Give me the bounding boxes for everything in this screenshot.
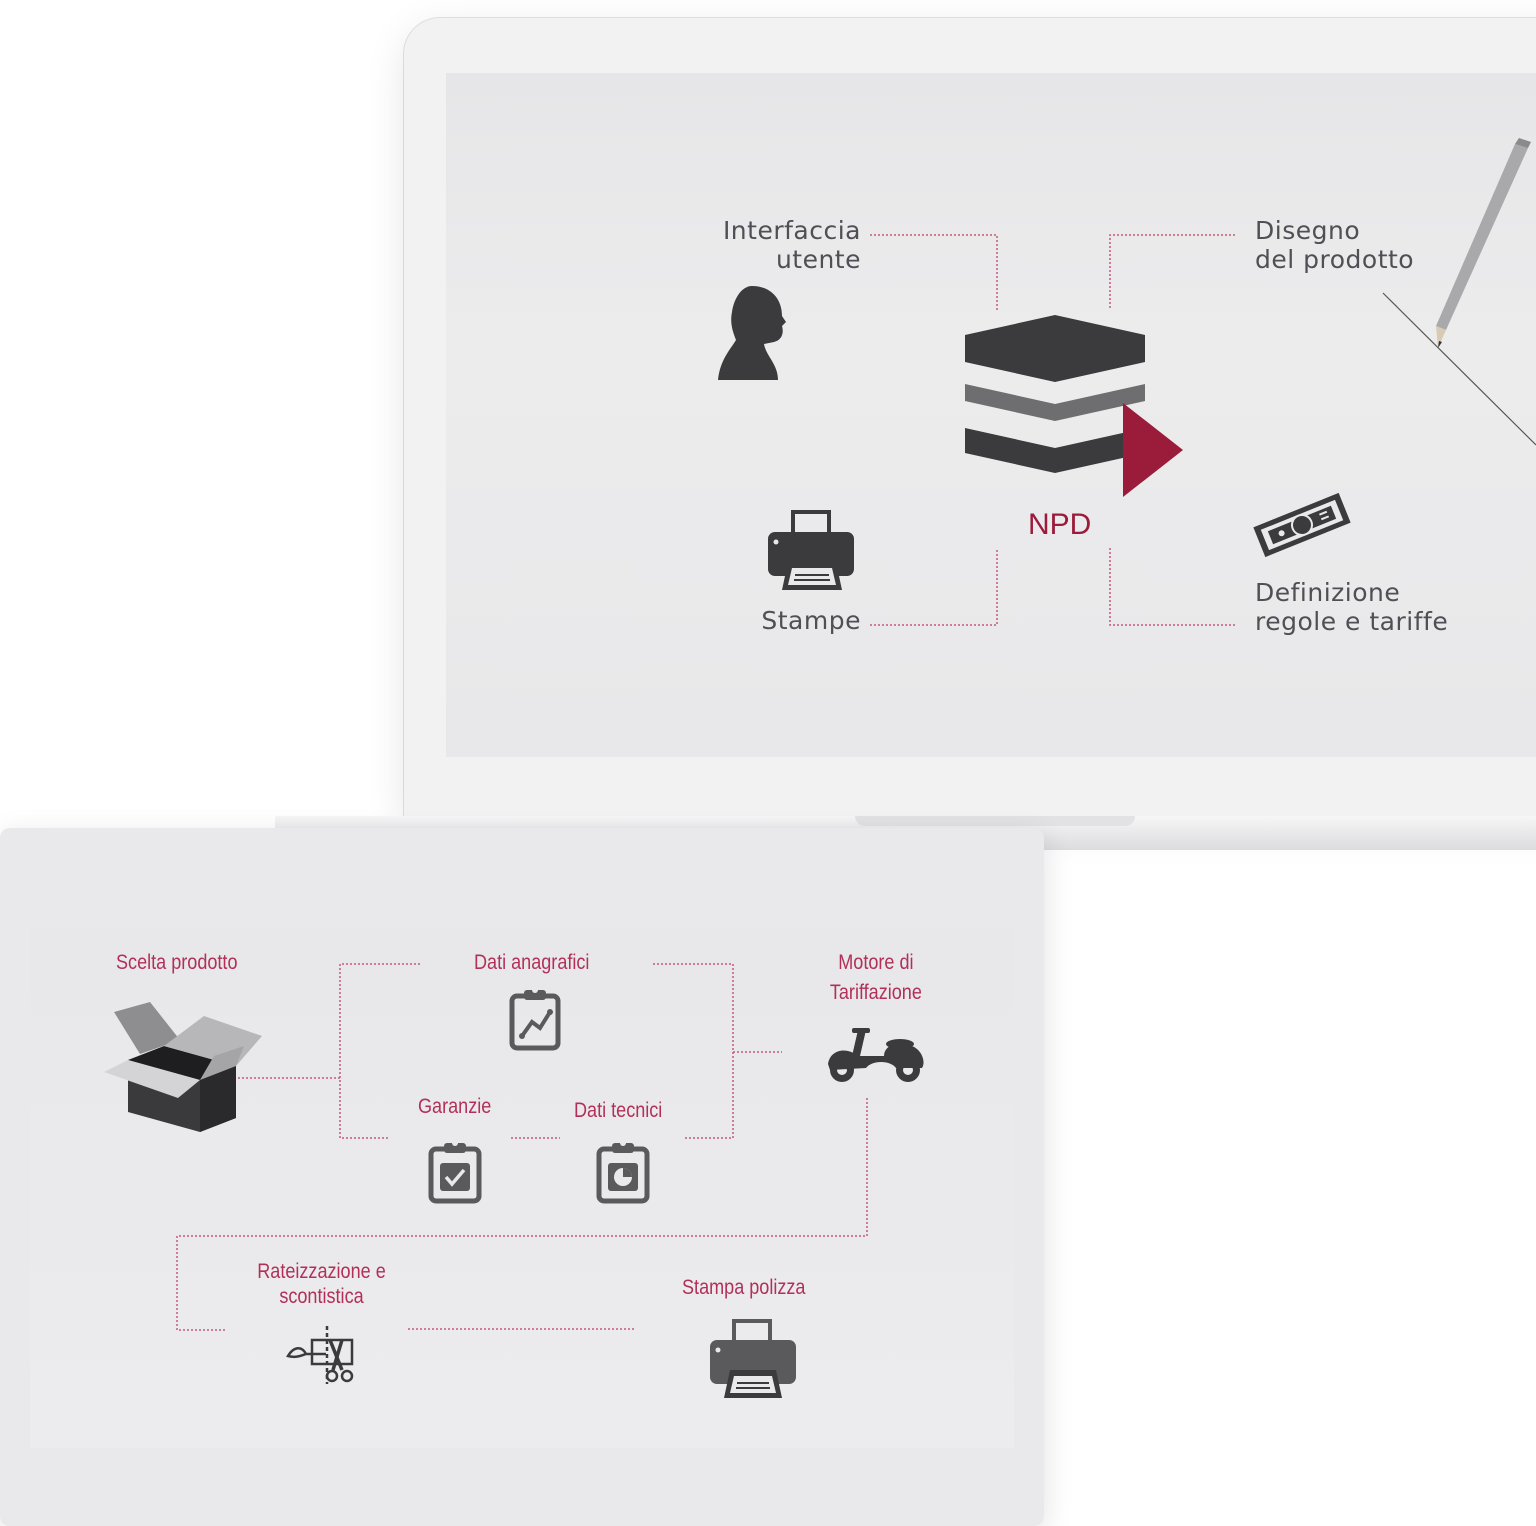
label-garanzie: Garanzie <box>418 1095 492 1118</box>
connector-right-vertical <box>653 963 734 1139</box>
label-disegno-prodotto: Disegno del prodotto <box>1255 216 1414 274</box>
connector-left-vertical <box>339 963 420 1139</box>
label-npd: NPD <box>1028 508 1092 541</box>
clipboard-chart-icon <box>509 987 561 1051</box>
label-interfaccia-line1: Interfaccia <box>722 216 861 245</box>
label-motore-tariffazione: Motore di Tariffazione <box>826 950 926 1005</box>
scooter-icon <box>828 1028 924 1082</box>
stacked-layers-play-icon <box>965 315 1183 497</box>
label-rateizzazione-line1: Rateizzazione e <box>257 1260 386 1283</box>
label-disegno-line2: del prodotto <box>1255 245 1415 274</box>
laptop-base-notch <box>855 816 1135 826</box>
clipboard-pie-icon <box>596 1140 650 1204</box>
label-interfaccia-utente: Interfaccia utente <box>723 216 861 274</box>
printer-icon <box>710 1319 796 1398</box>
connector-definizione <box>1109 548 1235 626</box>
label-stampe: Stampe <box>761 606 861 635</box>
label-disegno-line1: Disegno <box>1255 216 1361 245</box>
label-dati-anagrafici: Dati anagrafici <box>474 951 590 974</box>
scissors-coupon-icon <box>286 1326 354 1384</box>
connector-disegno <box>1109 234 1235 310</box>
connector-motore-down <box>176 1098 868 1331</box>
label-scelta-prodotto: Scelta prodotto <box>116 951 238 974</box>
printer-icon <box>768 510 854 590</box>
label-rateizzazione-line2: scontistica <box>279 1285 364 1308</box>
label-dati-tecnici: Dati tecnici <box>574 1099 663 1122</box>
flow-card-inner <box>30 928 1014 1448</box>
label-stampa-polizza: Stampa polizza <box>682 1276 806 1299</box>
label-definizione-line2: regole e tariffe <box>1255 607 1449 636</box>
label-definizione-regole: Definizione regole e tariffe <box>1255 578 1448 636</box>
label-motore-line2: Tariffazione <box>829 981 922 1004</box>
open-box-icon <box>104 1002 262 1132</box>
label-interfaccia-line2: utente <box>775 245 861 274</box>
top-connector-lines <box>870 234 1235 626</box>
label-definizione-line1: Definizione <box>1255 578 1401 607</box>
connector-interfaccia <box>870 234 998 310</box>
person-head-icon <box>718 286 786 380</box>
clipboard-check-icon <box>428 1140 482 1204</box>
pencil-icon <box>1382 138 1536 446</box>
banknote-icon <box>1253 492 1351 558</box>
label-rateizzazione-scontistica: Rateizzazione e scontistica <box>257 1259 386 1309</box>
label-motore-line1: Motore di <box>838 951 914 974</box>
laptop-screen <box>446 73 1536 757</box>
